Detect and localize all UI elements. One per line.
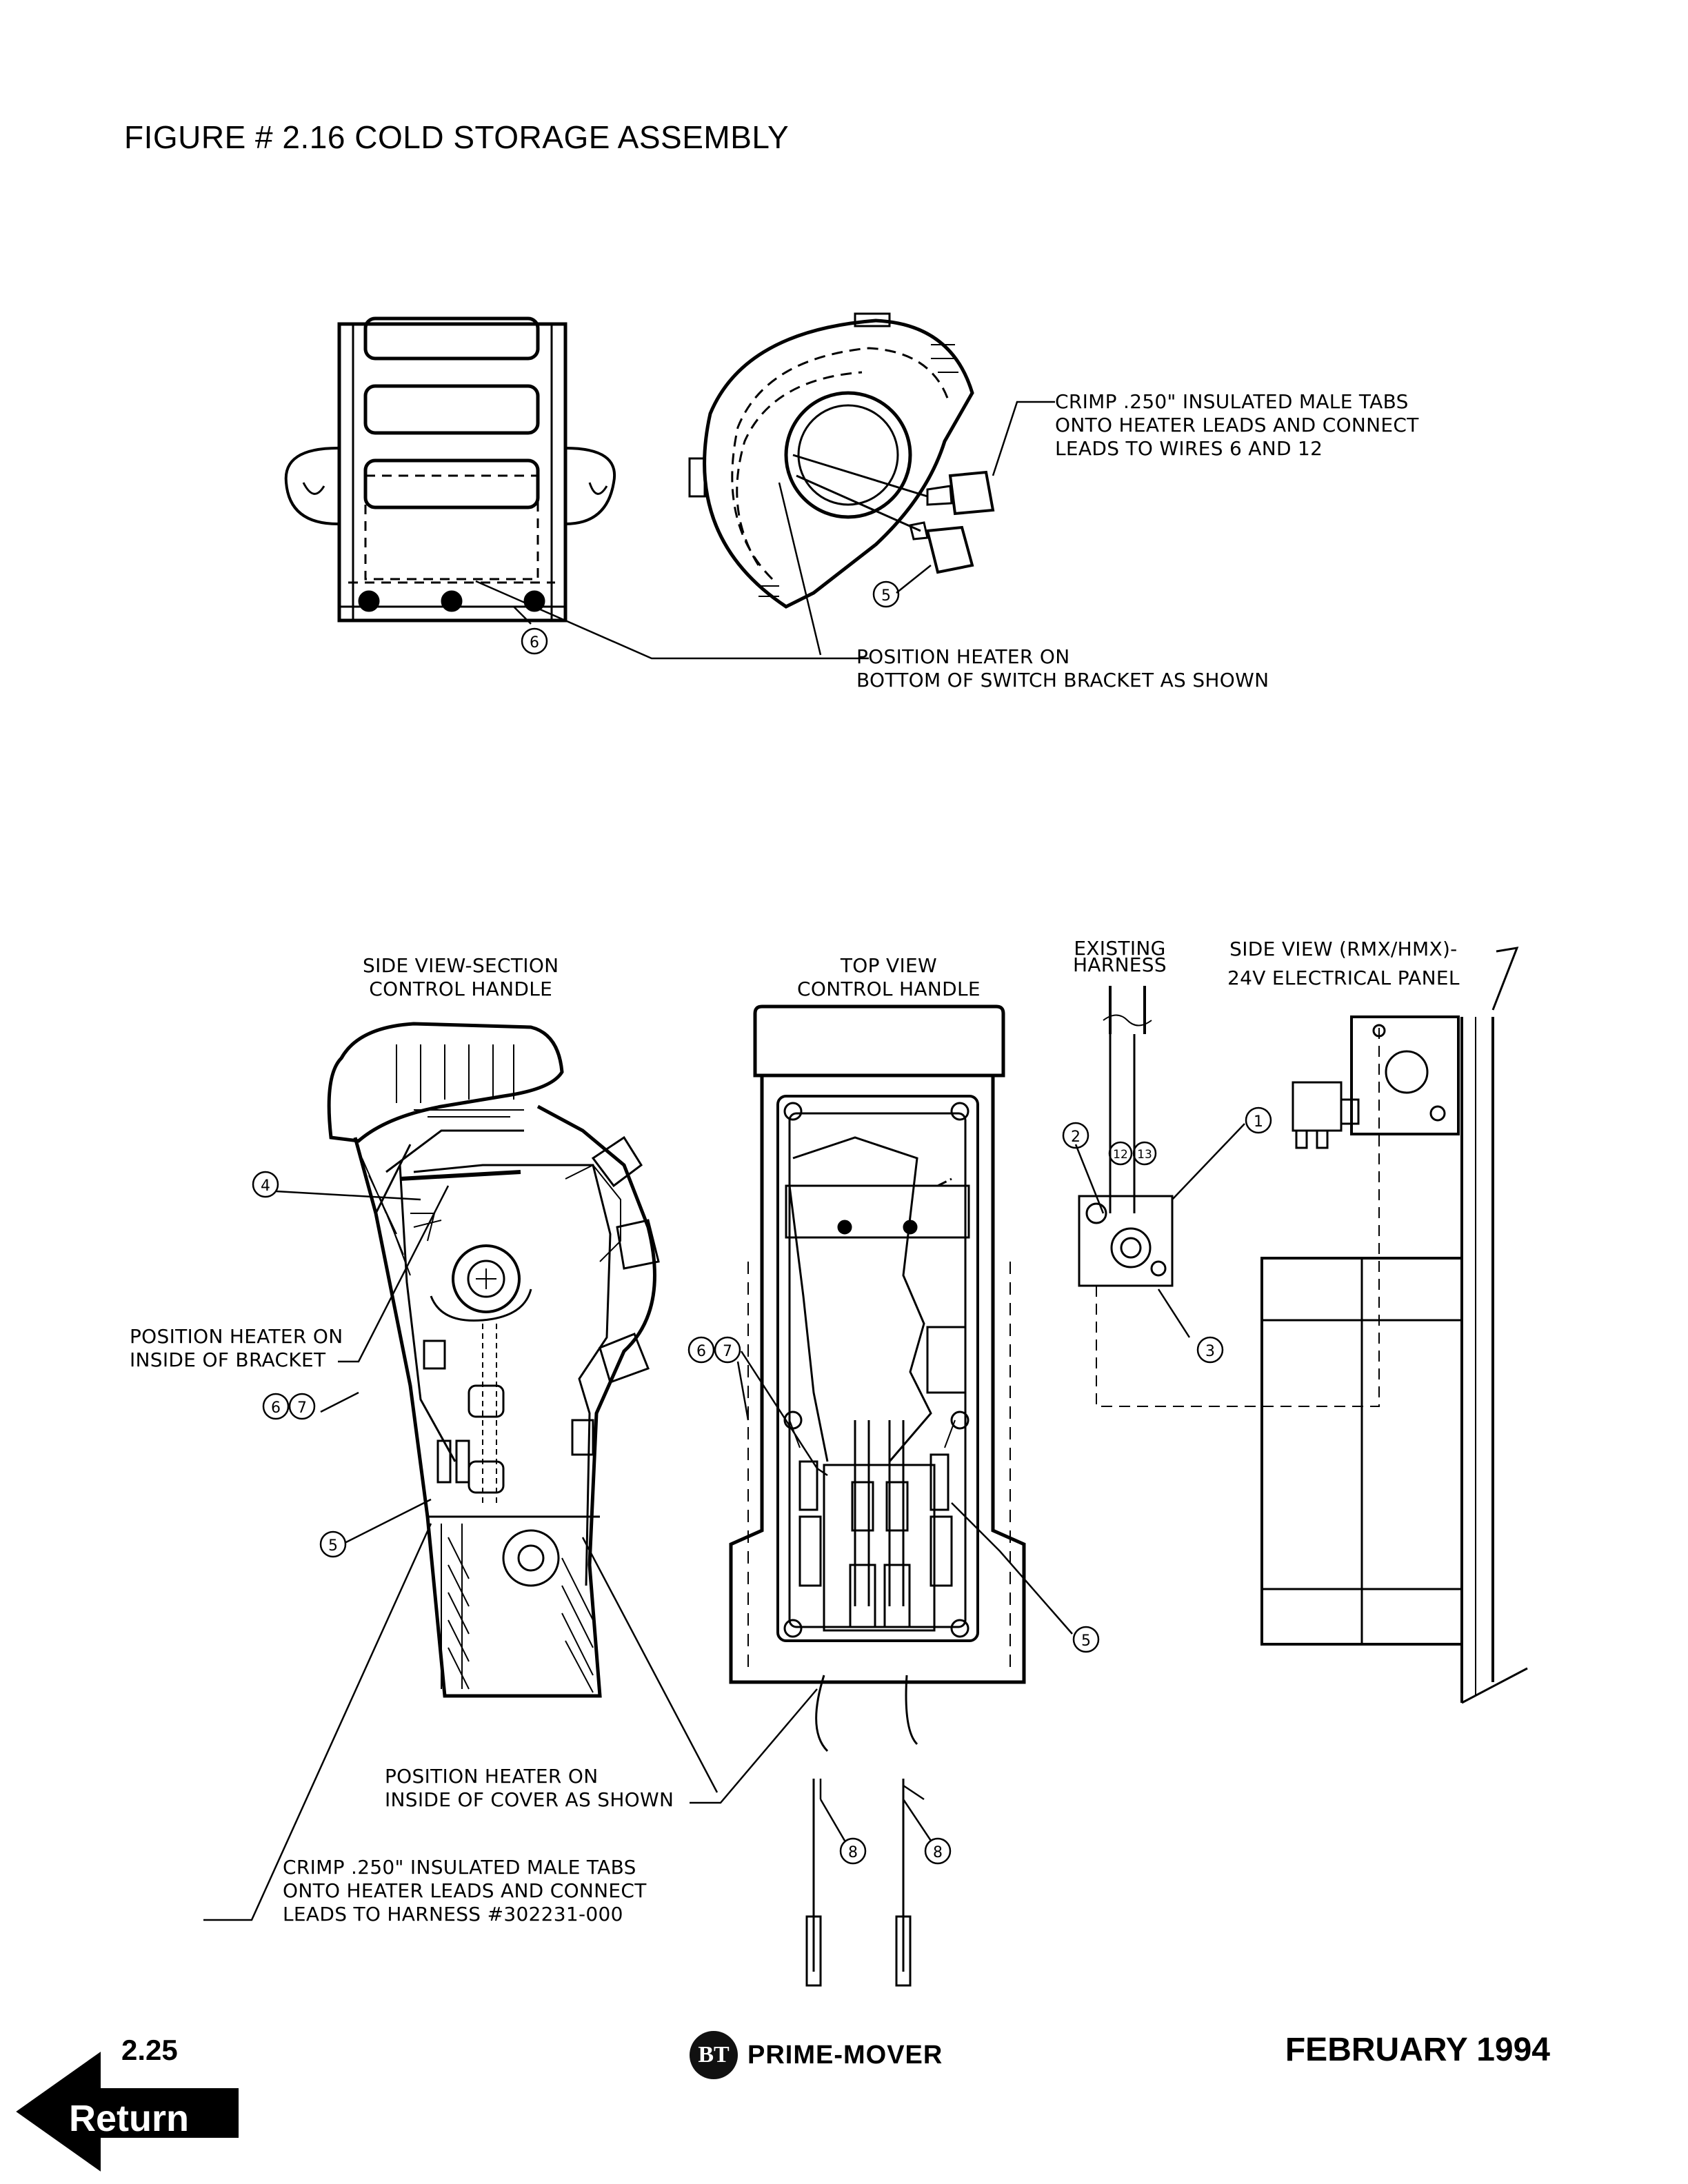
note-line: INSIDE OF COVER AS SHOWN [385, 1788, 674, 1811]
existing-harness-label: EXISTING HARNESS [1073, 937, 1167, 976]
brand-mark: BT PRIME-MOVER [690, 2031, 943, 2079]
note-line: 24V ELECTRICAL PANEL [1227, 967, 1460, 989]
note-line: INSIDE OF BRACKET [130, 1348, 326, 1371]
note-position-bracket-bottom: POSITION HEATER ON BOTTOM OF SWITCH BRAC… [856, 645, 1269, 692]
callout-7-side [288, 1393, 316, 1420]
callout-4 [252, 1171, 279, 1198]
callout-1-text: 1 [1254, 1113, 1263, 1131]
mounting-hole [523, 590, 545, 612]
callout-wire-13-text: 13 [1137, 1148, 1152, 1162]
switch-bracket-front-view [284, 316, 616, 623]
figure-title: FIGURE # 2.16 COLD STORAGE ASSEMBLY [124, 119, 790, 155]
callout-8-left-text: 8 [848, 1844, 858, 1861]
control-handle-top-view [729, 1004, 1026, 1987]
return-arrow-icon [16, 2052, 239, 2172]
note-line: ONTO HEATER LEADS AND CONNECT [283, 1879, 647, 1902]
page-number: 2.25 [121, 2034, 178, 2066]
control-handle-side-section [327, 1022, 660, 1698]
callout-3-text: 3 [1205, 1343, 1215, 1360]
callout-wire-12-text: 12 [1113, 1148, 1128, 1162]
callout-6-side-text: 6 [271, 1399, 281, 1417]
note-line: SIDE VIEW (RMX/HMX)- [1229, 938, 1458, 960]
callout-5-side [319, 1530, 347, 1558]
note-line: CONTROL HANDLE [797, 978, 981, 1000]
callout-1 [1245, 1106, 1272, 1134]
publication-date: FEBRUARY 1994 [1285, 2032, 1550, 2068]
note-line: ONTO HEATER LEADS AND CONNECT [1055, 414, 1419, 436]
note-crimp-harness: CRIMP .250" INSULATED MALE TABS ONTO HEA… [283, 1856, 647, 1926]
callout-2 [1062, 1122, 1089, 1149]
note-crimp-wires: CRIMP .250" INSULATED MALE TABS ONTO HEA… [1055, 390, 1419, 461]
note-line: CRIMP .250" INSULATED MALE TABS [1055, 390, 1409, 413]
callout-8-left [839, 1837, 867, 1865]
top-leaders [475, 401, 1055, 660]
note-line: POSITION HEATER ON [856, 645, 1070, 668]
top-view-title: TOP VIEW CONTROL HANDLE [797, 954, 981, 1001]
bottom-leaders [203, 1123, 1245, 1921]
note-line: LEADS TO WIRES 6 AND 12 [1055, 437, 1323, 460]
note-line: TOP VIEW [840, 954, 937, 977]
electrical-panel-side-view [1078, 947, 1528, 1704]
note-position-inside-bracket: POSITION HEATER ON INSIDE OF BRACKET [130, 1325, 343, 1372]
note-line: EXISTING [1074, 937, 1166, 960]
callout-6-top-text: 6 [530, 634, 539, 651]
callout-7-side-text: 7 [297, 1399, 307, 1417]
callout-5-top-text: 5 [881, 587, 891, 605]
callout-wire-12 [1108, 1141, 1133, 1166]
note-line: CONTROL HANDLE [369, 978, 553, 1000]
callout-4-text: 4 [261, 1177, 270, 1195]
callout-5-top-view [1072, 1626, 1100, 1653]
callout-6-top [521, 627, 548, 655]
callout-7-top-view [714, 1336, 741, 1364]
mounting-hole [358, 590, 380, 612]
callout-wire-13 [1132, 1141, 1157, 1166]
mounting-hole [441, 590, 463, 612]
callout-8-right-text: 8 [933, 1844, 943, 1861]
note-line: HARNESS [1073, 953, 1167, 976]
callout-5-side-text: 5 [328, 1537, 338, 1555]
return-label: Return [69, 2098, 189, 2139]
callout-6-top-view-text: 6 [696, 1343, 706, 1360]
note-line: BOTTOM OF SWITCH BRACKET AS SHOWN [856, 669, 1269, 691]
callout-6-side [262, 1393, 290, 1420]
note-line: SIDE VIEW-SECTION [363, 954, 559, 977]
note-line: CRIMP .250" INSULATED MALE TABS [283, 1856, 636, 1879]
callout-6-top-view [687, 1336, 715, 1364]
switch-bracket-side-view [688, 312, 995, 609]
note-line: POSITION HEATER ON [130, 1325, 343, 1348]
note-line: LEADS TO HARNESS #302231-000 [283, 1903, 623, 1925]
callout-8-right [924, 1837, 952, 1865]
bt-logo: BT [690, 2031, 738, 2079]
side-view-title: SIDE VIEW-SECTION CONTROL HANDLE [363, 954, 559, 1001]
callout-2-text: 2 [1071, 1129, 1081, 1146]
callout-3 [1196, 1336, 1224, 1364]
note-position-inside-cover: POSITION HEATER ON INSIDE OF COVER AS SH… [385, 1765, 674, 1812]
panel-view-title: SIDE VIEW (RMX/HMX)- 24V ELECTRICAL PANE… [1227, 935, 1460, 993]
note-line: POSITION HEATER ON [385, 1765, 599, 1788]
callout-5-top-view-text: 5 [1081, 1632, 1091, 1650]
brand-name: PRIME-MOVER [747, 2040, 943, 2070]
callout-5-top [872, 580, 900, 608]
callout-7-top-view-text: 7 [723, 1343, 732, 1360]
